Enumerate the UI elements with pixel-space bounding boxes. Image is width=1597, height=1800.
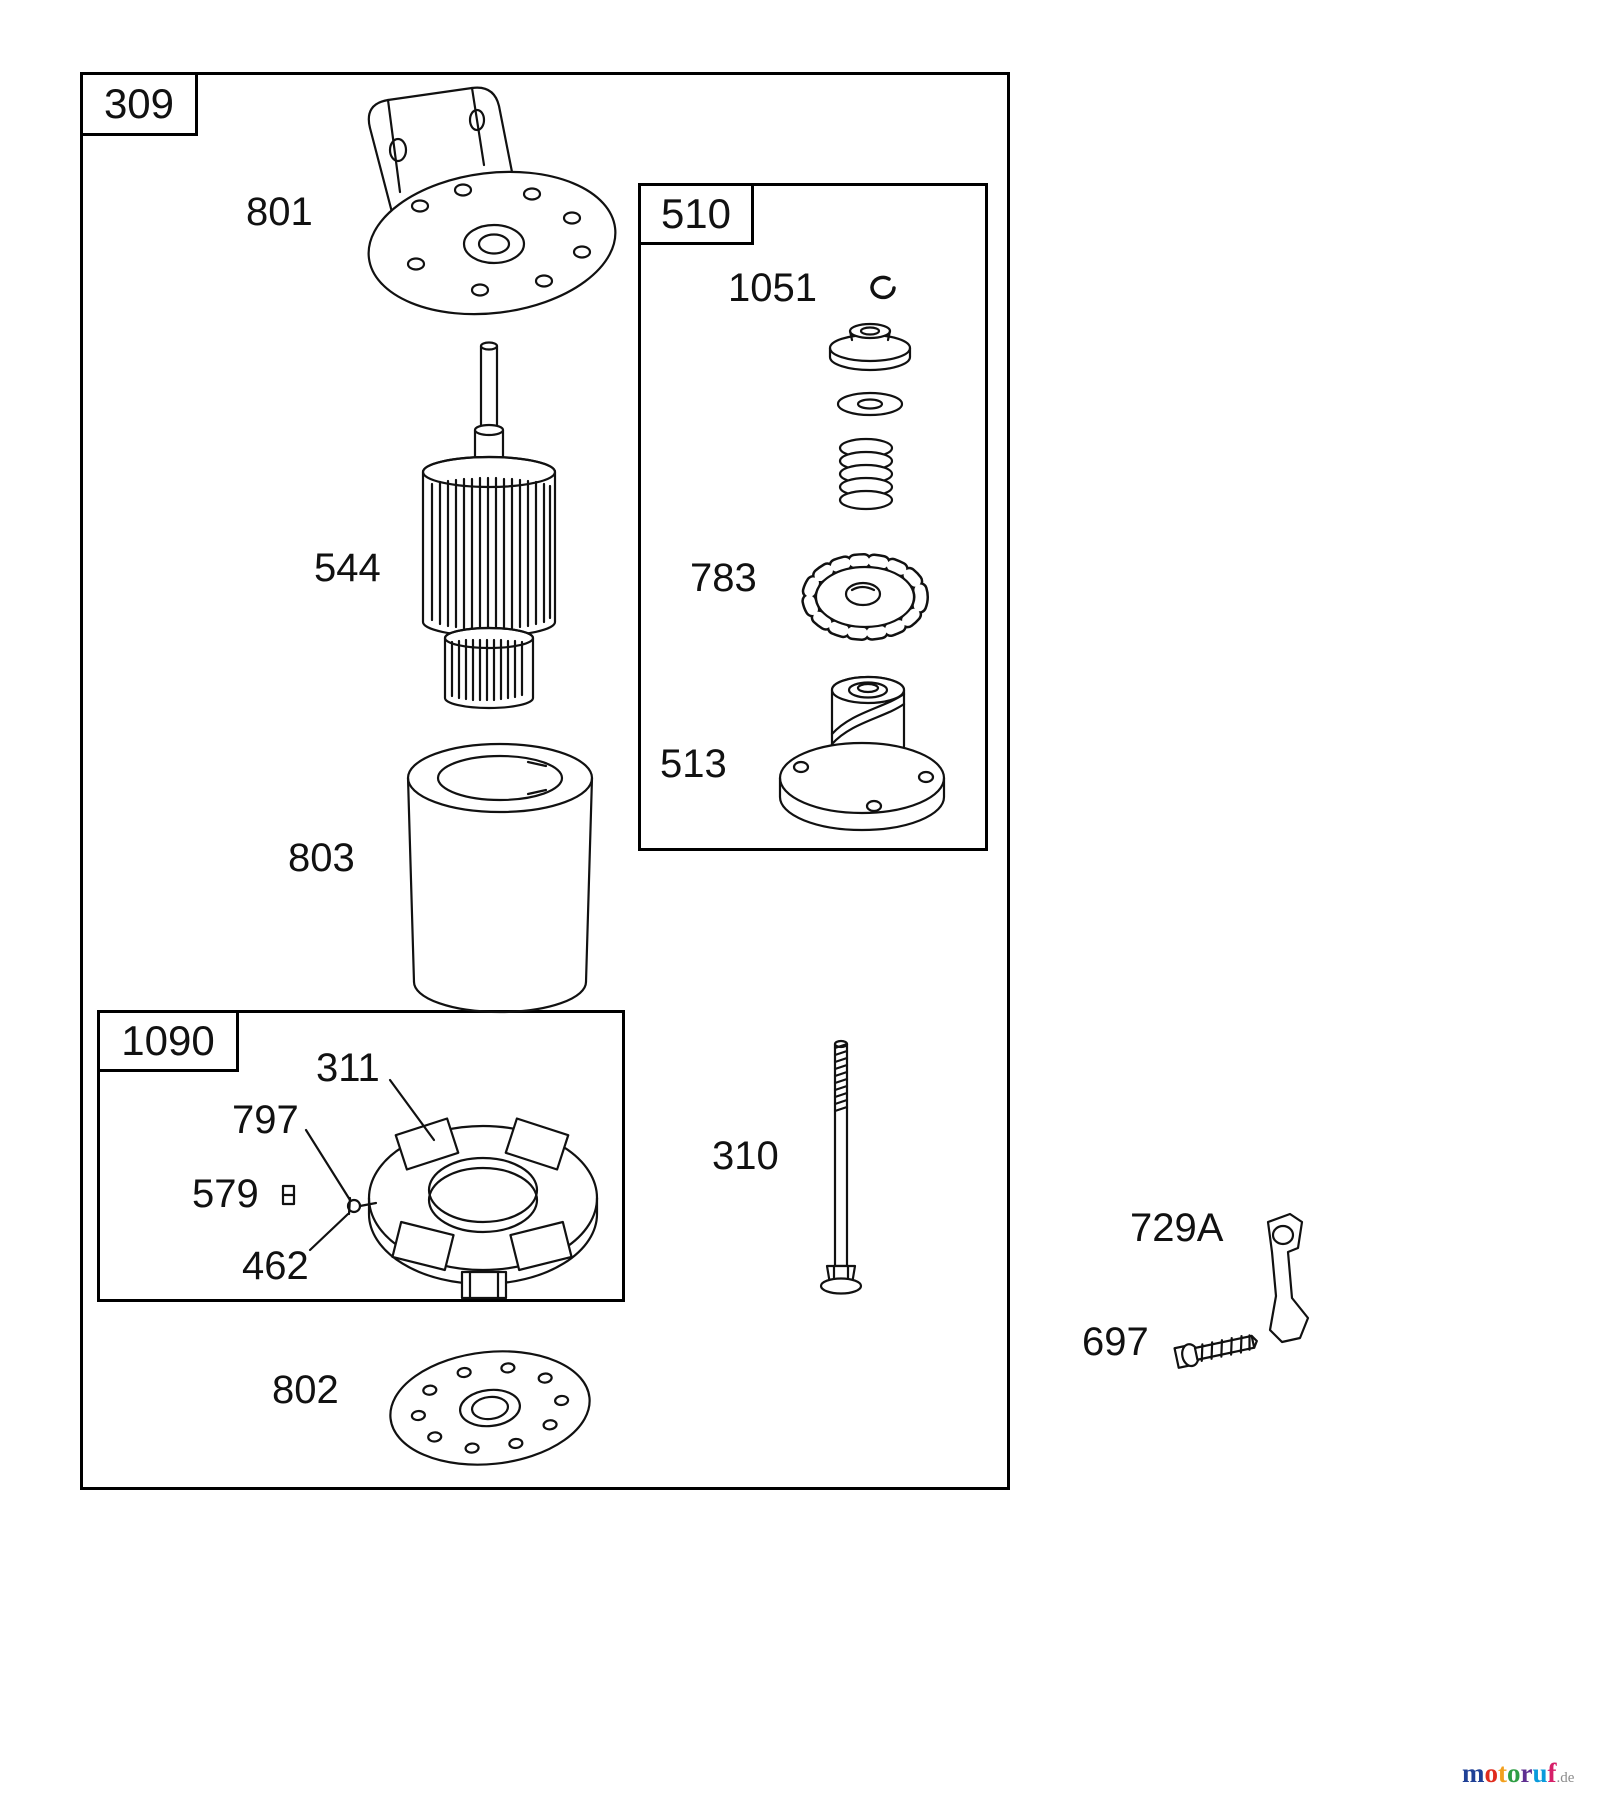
part-697-screw-drawing	[1173, 1334, 1258, 1369]
part-label-310: 310	[712, 1134, 779, 1178]
watermark-letter: t	[1498, 1758, 1507, 1788]
group-309-number: 309	[103, 80, 175, 127]
part-label-797: 797	[232, 1098, 299, 1142]
watermark-letter: u	[1532, 1758, 1548, 1788]
group-label-1090: 1090	[97, 1010, 239, 1072]
watermark-suffix: .de	[1556, 1770, 1575, 1786]
watermark-letter: r	[1520, 1758, 1533, 1788]
drive-group-frame	[638, 183, 988, 851]
part-label-579: 579	[192, 1172, 259, 1216]
part-729A-bracket-drawing	[1266, 1212, 1310, 1344]
part-label-801: 801	[246, 190, 313, 234]
part-label-311: 311	[316, 1046, 380, 1090]
part-label-783: 783	[690, 556, 757, 600]
part-label-513: 513	[660, 742, 727, 786]
part-label-697: 697	[1082, 1320, 1149, 1364]
group-label-309: 309	[80, 72, 198, 136]
watermark-letter: o	[1507, 1758, 1521, 1788]
group-label-510: 510	[638, 183, 754, 245]
group-510-number: 510	[660, 190, 732, 237]
part-label-729A: 729A	[1130, 1206, 1224, 1250]
group-1090-number: 1090	[121, 1017, 215, 1064]
brush-group-frame	[97, 1010, 625, 1302]
part-label-802: 802	[272, 1368, 339, 1412]
part-label-544: 544	[314, 546, 381, 590]
main-group-frame	[80, 72, 1010, 1490]
watermark-logo: motoruf.de	[1462, 1758, 1574, 1789]
watermark-letter: m	[1462, 1758, 1485, 1788]
watermark-letter: o	[1484, 1758, 1499, 1788]
part-label-462: 462	[242, 1244, 309, 1288]
part-label-803: 803	[288, 836, 355, 880]
watermark-letter: f	[1547, 1758, 1557, 1788]
part-label-1051: 1051	[728, 266, 817, 310]
